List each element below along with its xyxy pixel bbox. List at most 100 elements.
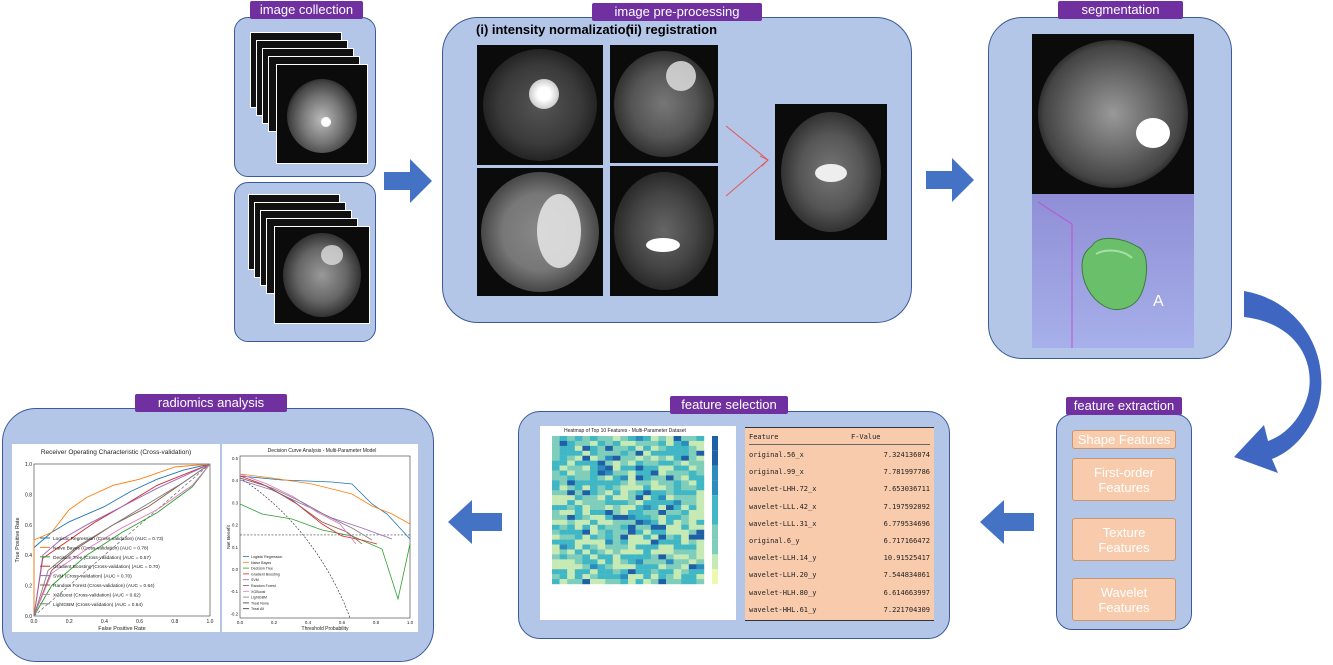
heatmap-cell xyxy=(650,445,659,451)
heatmap-cell xyxy=(650,460,659,466)
heatmap-cell xyxy=(574,514,583,521)
heatmap-cell xyxy=(643,436,651,442)
heatmap-cell xyxy=(552,564,560,570)
heatmap-cell xyxy=(605,559,613,565)
heatmap-cell xyxy=(643,529,651,535)
heatmap-cell xyxy=(628,500,636,506)
heatmap-cell xyxy=(688,564,697,570)
heatmap-cell xyxy=(658,554,667,560)
heatmap-cell xyxy=(612,564,621,570)
heatmap-cell xyxy=(643,440,651,447)
heatmap-cell xyxy=(666,450,674,456)
heatmap-cell xyxy=(628,510,636,516)
heatmap-cell xyxy=(673,490,682,496)
heatmap-cell xyxy=(658,544,667,550)
heatmap-cell xyxy=(650,475,659,481)
heatmap-cell xyxy=(635,574,644,580)
feature-name: wavelet-LLH.14_y xyxy=(749,554,817,563)
heatmap-cell xyxy=(612,480,621,486)
heatmap-cell xyxy=(605,440,613,447)
heatmap-cell xyxy=(696,549,705,555)
heatmap-cell xyxy=(628,549,636,555)
heatmap-colorbar xyxy=(712,554,718,570)
heatmap-cell xyxy=(552,534,560,540)
heatmap-cell xyxy=(643,579,651,585)
dca-xtick: 0.4 xyxy=(305,620,312,625)
heatmap-cell xyxy=(552,450,560,456)
roc-legend-label: XGBoost (Cross-validation) (AUC = 0.62) xyxy=(53,592,141,598)
heatmap-cell xyxy=(635,485,644,491)
heatmap-cell xyxy=(628,490,636,496)
heatmap-cell xyxy=(612,500,621,506)
heatmap-cell xyxy=(552,569,560,575)
heatmap-cell xyxy=(590,436,598,442)
heatmap-cell xyxy=(559,490,568,496)
heatmap-cell xyxy=(643,485,651,491)
heatmap-cell xyxy=(582,559,591,565)
heatmap-cell xyxy=(650,519,659,525)
roc-ytick: 1.0 xyxy=(25,462,32,468)
heatmap-cell xyxy=(605,524,613,530)
heatmap-cell xyxy=(643,505,651,511)
heatmap-cell xyxy=(574,569,583,575)
heatmap-cell xyxy=(635,505,644,511)
heatmap-cell xyxy=(552,455,560,461)
heatmap-cell xyxy=(605,500,613,506)
heatmap-cell xyxy=(628,544,636,550)
heatmap-cell xyxy=(643,559,651,565)
heatmap-cell xyxy=(605,495,613,501)
heatmap-cell xyxy=(574,529,583,535)
heatmap-cell xyxy=(650,529,659,535)
table-header: Feature F-Value xyxy=(749,430,930,445)
heatmap-cell xyxy=(612,490,621,496)
heatmap-cell xyxy=(666,524,674,530)
heatmap-cell xyxy=(688,460,697,466)
roc-xtick: 0.8 xyxy=(171,619,178,625)
heatmap-cell xyxy=(612,445,621,451)
heatmap-cell xyxy=(559,505,568,511)
heatmap-cell xyxy=(574,436,583,442)
heatmap-cell xyxy=(628,450,636,456)
heatmap-cell xyxy=(628,574,636,580)
heatmap-cell xyxy=(696,574,705,580)
heatmap-cell xyxy=(582,539,591,545)
roc-series-line xyxy=(33,463,211,617)
heatmap-cell xyxy=(620,514,629,521)
heatmap-cell xyxy=(635,549,644,555)
heatmap-cell xyxy=(650,485,659,491)
heatmap-cell xyxy=(605,514,613,521)
heatmap-cell xyxy=(605,455,613,461)
f-value: 7.544834061 xyxy=(883,571,930,580)
heatmap-cell xyxy=(567,445,575,451)
dca-xtick: 0.2 xyxy=(271,620,278,625)
heatmap-cell xyxy=(559,519,568,525)
heatmap-cell xyxy=(597,554,606,560)
heatmap-cell xyxy=(567,470,575,476)
heatmap-cell xyxy=(597,539,606,545)
dca-ytick: 0.3 xyxy=(232,500,239,505)
heatmap-cell xyxy=(590,460,598,466)
heatmap-cell xyxy=(635,500,644,506)
heatmap-cell xyxy=(552,445,560,451)
heatmap-cell xyxy=(658,475,667,481)
heatmap-cell xyxy=(567,460,575,466)
heatmap-cell xyxy=(605,480,613,486)
feature-name: original.99_x xyxy=(749,468,804,477)
heatmap-cell xyxy=(688,574,697,580)
heatmap-cell xyxy=(620,440,629,447)
heatmap-cell xyxy=(620,544,629,550)
heatmap-cell xyxy=(590,490,598,496)
heatmap-colorbar xyxy=(712,569,718,584)
heatmap-cell xyxy=(643,475,651,481)
roc-legend-label: Random Forest (Cross-validation) (AUC = … xyxy=(53,583,155,589)
heatmap-cell xyxy=(658,450,667,456)
heatmap-cell xyxy=(567,574,575,580)
heatmap-cell xyxy=(635,470,644,476)
heatmap-cell xyxy=(666,534,674,540)
heatmap-title: Heatmap of Top 10 Features - Multi-Param… xyxy=(564,428,686,434)
dca-legend-label: Gradient Boosting xyxy=(251,572,280,576)
feature-name: wavelet-LLL.42_x xyxy=(749,502,817,511)
heatmap-cell xyxy=(559,475,568,481)
heatmap-cell xyxy=(574,445,583,451)
